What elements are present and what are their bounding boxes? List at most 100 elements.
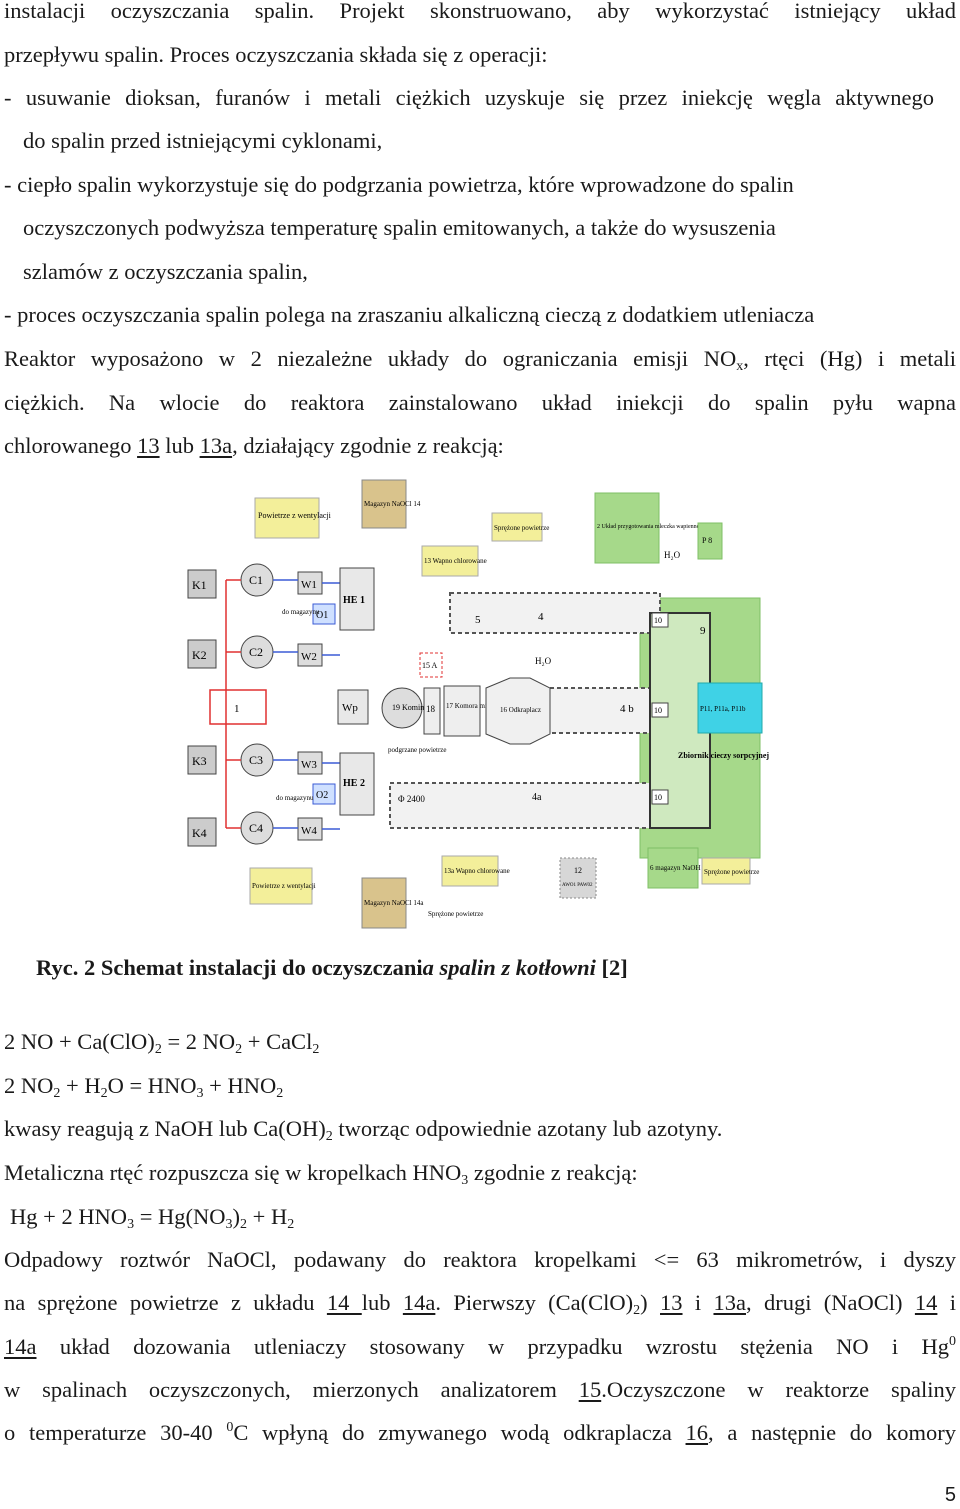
text-segment: o temperaturze 30-40 xyxy=(4,1420,227,1445)
ref-15: 15 xyxy=(578,1377,602,1402)
text-segment: , działający zgodnie z reakcją: xyxy=(232,433,504,458)
superscript: 0 xyxy=(949,1334,956,1349)
text-segment: lub xyxy=(159,433,200,458)
label-komin-19: 19 Komin xyxy=(392,703,424,712)
label-h2o-mid: H₂O xyxy=(535,656,552,666)
ref-16: 16 xyxy=(685,1420,709,1445)
text-line-3: - usuwanie dioksan, furanów i metali cię… xyxy=(4,85,934,110)
label-h2o-top: H₂O xyxy=(664,550,681,560)
text-segment: Reaktor wyposażono w 2 niezależne układy… xyxy=(4,346,737,371)
svg-text:10: 10 xyxy=(654,793,662,802)
subscript: 3 xyxy=(225,1217,233,1232)
ref-13: 13 xyxy=(137,433,160,458)
page-number: 5 xyxy=(944,1484,956,1506)
text-line-6: oczyszczonych podwyższa temperaturę spal… xyxy=(23,215,776,240)
label-4: 4 xyxy=(538,611,544,623)
equation-3: Hg + 2 HNO3 = Hg(NO3)2 + H2 xyxy=(10,1202,294,1232)
text-segment: , a następnie do komory xyxy=(708,1420,956,1445)
subscript: 3 xyxy=(461,1173,469,1188)
label-c4: C4 xyxy=(249,821,263,835)
label-o1: O1 xyxy=(316,610,328,621)
eq-part: ) xyxy=(232,1204,241,1229)
subscript: 2 xyxy=(235,1042,243,1057)
label-wapno-13a: 13a Wapno chlorowane xyxy=(444,867,510,875)
label-c3: C3 xyxy=(249,753,263,767)
subscript: 2 xyxy=(633,1303,641,1318)
label-magazyn-14: Magazyn NaOCl 14 xyxy=(364,500,421,508)
label-komora-17: 17 Komora mieszania xyxy=(446,702,508,710)
red-flow-lines xyxy=(225,579,241,829)
text-segment: kwasy reagują z NaOH lub Ca(OH) xyxy=(4,1116,326,1141)
eq-part: Hg + 2 HNO xyxy=(10,1204,128,1229)
label-w2: W2 xyxy=(301,651,317,663)
figure-caption: Ryc. 2 Schemat instalacji do oczyszczani… xyxy=(36,955,628,981)
label-5: 5 xyxy=(475,614,481,626)
ref-14: 14 xyxy=(326,1290,362,1315)
label-18: 18 xyxy=(426,704,436,714)
label-sprezone-3: Sprężone powietrze xyxy=(428,910,483,918)
duct-top xyxy=(449,592,661,634)
label-wapno-13: 13 Wapno chlorowane xyxy=(424,557,487,565)
markers-10: 10 10 10 xyxy=(651,612,669,805)
text-segment: w spalinach oczyszczonych, mierzonych an… xyxy=(4,1377,579,1402)
label-magazyn-14a: Magazyn NaOCl 14a xyxy=(364,899,424,907)
text-line-1: instalacji oczyszczania spalin. Projekt … xyxy=(4,0,956,23)
ref-14: 14 xyxy=(914,1290,938,1315)
caption-part: [2] xyxy=(595,955,628,980)
subscript: 3 xyxy=(196,1086,204,1101)
subscript: x xyxy=(736,359,744,374)
label-4a: 4a xyxy=(532,792,542,803)
label-zbiornik: Zbiornik cieczy sorpcyjnej xyxy=(678,751,769,760)
subscript: 2 xyxy=(154,1042,162,1057)
label-p11: P11, P11a, P11b xyxy=(700,705,746,713)
ref-14a: 14a xyxy=(4,1334,37,1359)
subscript: 2 xyxy=(100,1086,108,1101)
text-line-18: na sprężone powietrze z układu 14 lub 14… xyxy=(4,1288,956,1318)
subscript: 2 xyxy=(53,1086,61,1101)
subscript: 2 xyxy=(312,1042,320,1057)
subscript: 2 xyxy=(287,1217,295,1232)
text-line-15: Metaliczna rtęć rozpuszcza się w kropelk… xyxy=(4,1158,638,1188)
label-powietrze-wentylacji-2: Powietrze z wentylacji xyxy=(252,882,316,890)
eq-part: + CaCl xyxy=(242,1029,313,1054)
text-line-17: Odpadowy roztwór NaOCl, podawany do reak… xyxy=(4,1247,956,1272)
text-segment: Metaliczna rtęć rozpuszcza się w kropelk… xyxy=(4,1160,462,1185)
text-segment: , drugi (NaOCl) xyxy=(745,1290,915,1315)
ref-13a: 13a xyxy=(199,433,233,458)
eq-part: + HNO xyxy=(203,1073,277,1098)
equation-2: 2 NO2 + H2O = HNO3 + HNO2 xyxy=(4,1071,283,1101)
text-segment: układ dozowania utleniaczy stosowany w p… xyxy=(36,1334,949,1359)
text-segment: chlorowanego xyxy=(4,433,138,458)
text-segment: tworząc odpowiednie azotany lub azotyny. xyxy=(332,1116,723,1141)
fans: W1 W2 W3 W4 xyxy=(297,571,323,841)
label-box-1: 1 xyxy=(234,703,240,715)
label-do-magazynu-1: do magazynu xyxy=(282,608,320,616)
label-box-12b: AWO1 PAW02 xyxy=(562,883,593,888)
text-line-4: do spalin przed istniejącymi cyklonami, xyxy=(23,128,383,153)
label-uklad-2: 2 Układ przygotowania mleczka wapiennego xyxy=(597,524,705,530)
label-w3: W3 xyxy=(301,759,317,771)
label-15a: 15 A xyxy=(422,661,438,670)
text-line-10: ciężkich. Na wlocie do reaktora zainstal… xyxy=(4,390,956,415)
svg-text:10: 10 xyxy=(654,706,662,715)
text-segment: .Oczyszczone w reaktorze spaliny xyxy=(601,1377,957,1402)
text-line-7: szlamów z oczyszczania spalin, xyxy=(23,259,308,284)
label-k2: K2 xyxy=(192,648,207,662)
label-powietrze-wentylacji: Powietrze z wentylacji xyxy=(258,511,332,520)
label-phi-2400: Φ 2400 xyxy=(398,794,425,804)
subscript: 2 xyxy=(325,1129,333,1144)
label-w1: W1 xyxy=(301,579,317,591)
text-segment: lub xyxy=(361,1290,403,1315)
text-segment: i xyxy=(682,1290,714,1315)
label-do-magazynu-2: do magazynu xyxy=(276,794,314,802)
subscript: 2 xyxy=(276,1086,284,1101)
equation-1: 2 NO + Ca(ClO)2 = 2 NO2 + CaCl2 xyxy=(4,1027,319,1057)
label-w4: W4 xyxy=(301,825,317,837)
k-boxes: K1 K2 K3 K4 xyxy=(187,569,217,847)
text-segment: , rtęci (Hg) i metali xyxy=(743,346,956,371)
subscript: 3 xyxy=(127,1217,135,1232)
text-line-5: - ciepło spalin wykorzystuje się do podg… xyxy=(4,172,794,197)
ref-13a: 13a xyxy=(713,1290,746,1315)
duct-bottom xyxy=(389,782,661,829)
label-p8: P 8 xyxy=(702,536,712,545)
